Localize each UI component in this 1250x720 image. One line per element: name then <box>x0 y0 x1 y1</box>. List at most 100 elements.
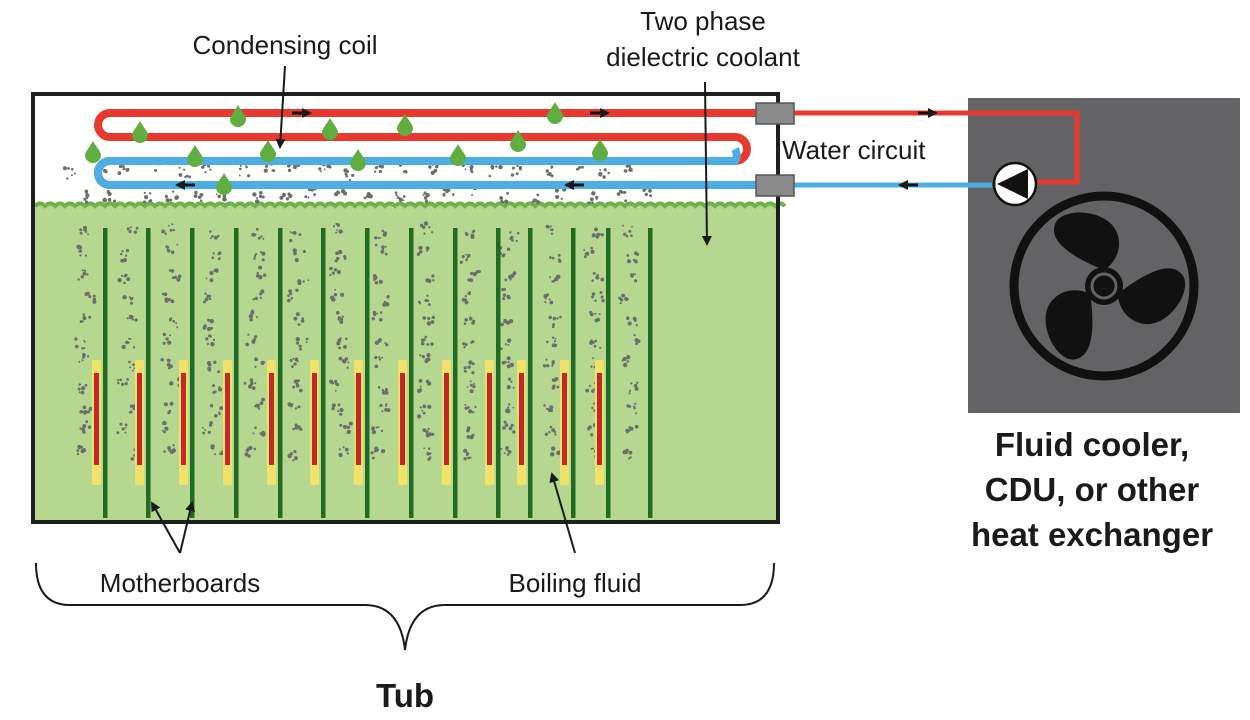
vapor-bubble <box>546 336 558 348</box>
vapor-bubble <box>374 243 388 256</box>
coil-flow-arrows <box>175 108 610 190</box>
motherboard <box>92 228 108 518</box>
fan-icon <box>1009 191 1199 381</box>
vapor-bubble <box>79 313 92 324</box>
vapor-bubble <box>417 404 432 419</box>
vapor-bubble <box>254 357 265 368</box>
vapor-bubble <box>338 356 350 369</box>
vapor-bubble <box>331 403 344 416</box>
vapor-bubble <box>371 426 384 435</box>
vapor-bubble <box>545 224 554 235</box>
vapor-bubble <box>168 269 182 282</box>
leader-lines <box>35 65 775 651</box>
vapor-bubble <box>463 360 475 375</box>
vapor-bubble <box>209 230 220 240</box>
coil-cold-pipe <box>94 147 760 189</box>
vapor-bubble <box>419 353 431 364</box>
vapor-bubble <box>292 423 303 431</box>
vapor-bubble <box>205 268 219 283</box>
vapor-bubble <box>548 315 562 329</box>
motherboard <box>485 228 501 518</box>
vapor-bubble <box>583 246 595 259</box>
vapor-bubble <box>591 271 605 282</box>
vapor-bubble <box>543 404 554 413</box>
condensing-coil <box>85 102 764 195</box>
vapor-bubble <box>292 379 303 393</box>
vapor-bubble <box>79 225 89 236</box>
vapor-bubble <box>428 163 439 175</box>
tub-brace <box>35 562 775 651</box>
vapor-bubble <box>371 310 383 322</box>
vapor-bubble <box>209 404 224 418</box>
label-coolant-line1: Two phase <box>640 6 766 36</box>
vapor-bubbles <box>62 159 652 462</box>
vapor-bubble <box>168 317 179 329</box>
vapor-bubble <box>77 269 89 281</box>
vapor-bubble <box>463 448 472 461</box>
vapor-bubble <box>78 353 90 363</box>
label-condensing-coil: Condensing coil <box>192 30 377 60</box>
vapor-bubble <box>163 444 176 455</box>
vapor-bubble <box>462 340 475 349</box>
vapor-bubble <box>252 289 265 301</box>
vapor-bubble <box>501 287 511 301</box>
vapor-bubble <box>252 191 265 204</box>
label-motherboards: Motherboards <box>100 568 260 598</box>
vapor-bubble <box>202 318 214 332</box>
vapor-bubble <box>543 293 554 305</box>
vapor-bubble <box>459 253 471 264</box>
vapor-bubble <box>334 189 348 197</box>
water-circuit <box>755 98 1240 413</box>
vapor-bubble <box>289 357 299 368</box>
vapor-bubble <box>591 291 605 303</box>
vapor-bubble <box>248 309 259 322</box>
vapor-bubble <box>253 251 266 262</box>
vapor-bubble <box>329 379 340 392</box>
label-water-circuit: Water circuit <box>782 135 926 165</box>
vapor-bubble <box>244 445 257 458</box>
vapor-bubble <box>121 337 136 350</box>
vapor-bubble <box>587 191 599 205</box>
vapor-bubble <box>463 316 476 326</box>
label-tub: Tub <box>376 677 434 714</box>
motherboard <box>135 228 151 518</box>
vapor-bubble <box>161 420 169 434</box>
droplet-icon <box>450 144 466 166</box>
vapor-bubble <box>372 274 383 285</box>
vapor-bubble <box>394 191 406 202</box>
vapor-bubble <box>102 190 117 203</box>
motherboard <box>517 228 533 518</box>
vapor-bubble <box>251 227 265 240</box>
vapor-bubble <box>419 221 434 235</box>
vapor-bubble <box>500 318 514 327</box>
vapor-bubble <box>206 360 221 374</box>
vapor-bubble <box>598 168 610 179</box>
droplet-icon <box>132 121 148 143</box>
vapor-bubble <box>163 401 174 415</box>
leader-boiling-fluid <box>549 472 576 554</box>
vapor-bubble <box>292 248 306 263</box>
liquid-surface-wave <box>33 201 787 209</box>
vapor-bubble <box>422 427 435 438</box>
vapor-bubble <box>633 334 641 346</box>
vapor-bubble <box>79 420 92 434</box>
vapor-bubble <box>119 249 129 263</box>
vapor-bubble <box>500 338 512 350</box>
vapor-bubble <box>338 446 349 458</box>
vapor-bubble <box>626 402 638 415</box>
vapor-bubble <box>625 424 639 434</box>
vapor-bubble <box>76 244 87 257</box>
motherboard <box>398 228 414 518</box>
vapor-bubble <box>499 191 509 204</box>
droplet-icon <box>547 102 563 124</box>
vapor-bubble <box>543 358 555 368</box>
vapor-bubble <box>143 191 153 204</box>
vapor-bubble <box>178 166 192 179</box>
vapor-bubble <box>549 274 561 283</box>
leader-motherboards-2 <box>179 501 195 554</box>
vapor-bubble <box>211 251 222 261</box>
vapor-bubble <box>502 420 516 434</box>
vapor-bubble <box>618 293 629 305</box>
vapor-bubble <box>363 192 373 200</box>
vapor-bubble <box>238 164 251 178</box>
